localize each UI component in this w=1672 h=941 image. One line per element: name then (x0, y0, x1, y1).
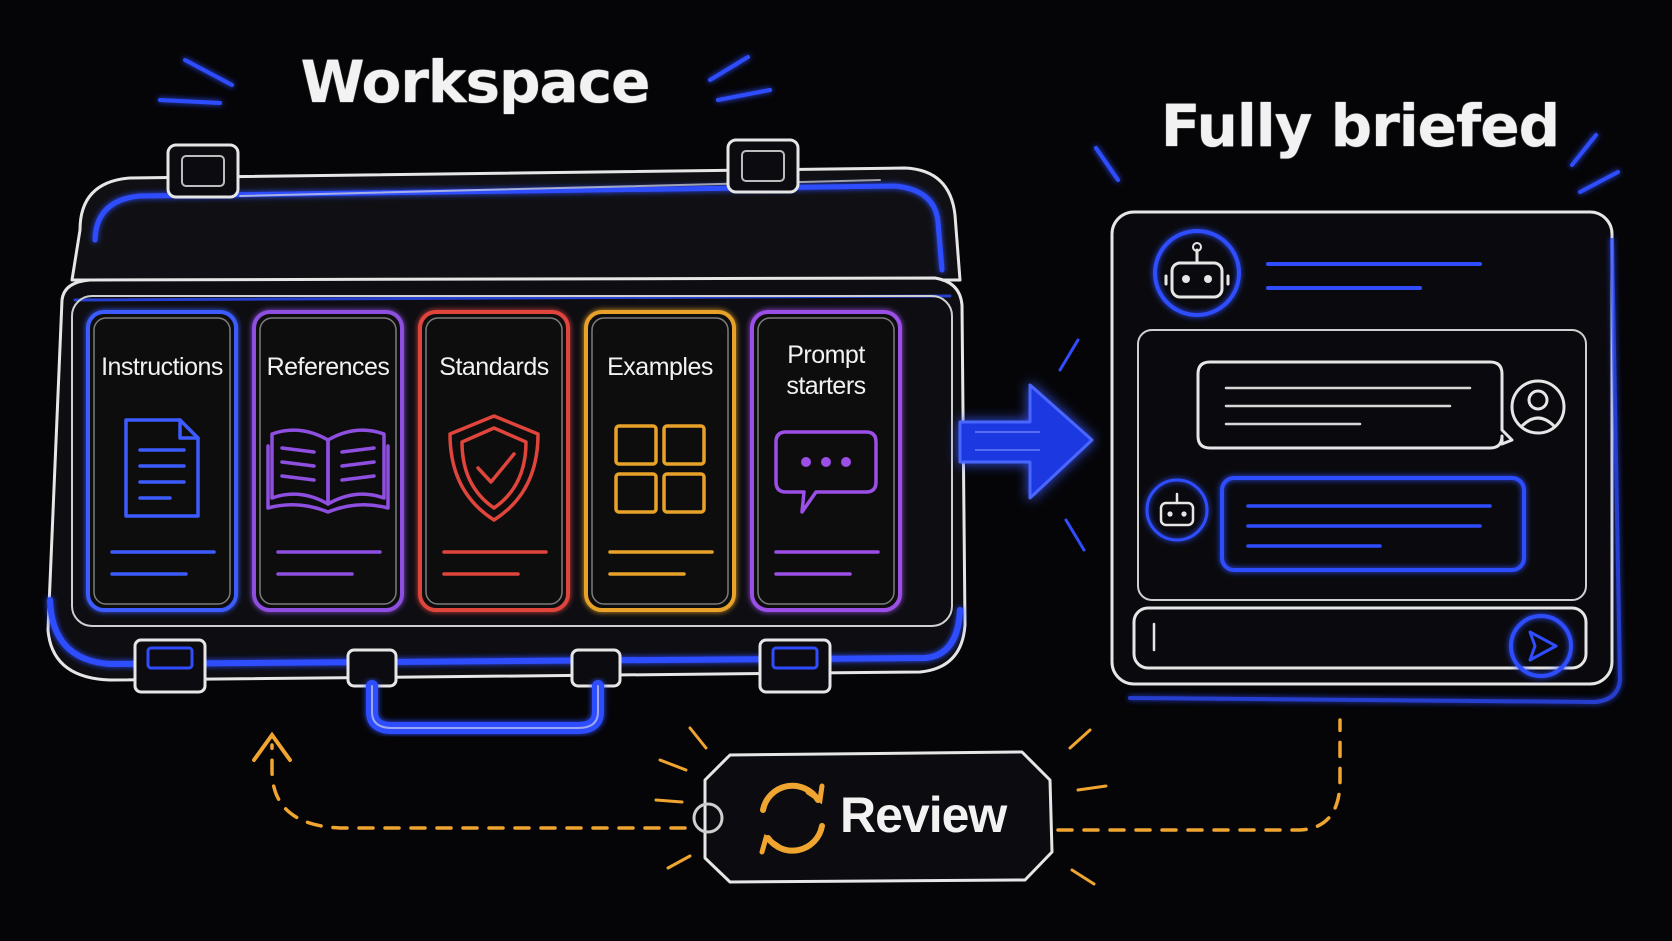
workspace-title: Workspace (300, 48, 651, 116)
slot-label-3: Standards (439, 353, 549, 381)
chat-title: Fully briefed (1160, 92, 1560, 160)
review-loop (270, 718, 1342, 832)
slot-label-1: Instructions (101, 353, 223, 381)
workspace-slots (86, 310, 902, 612)
chat-window (1110, 210, 1622, 704)
slot-card-3 (418, 310, 570, 612)
shield-check-icon (448, 414, 540, 522)
review-sparkles (654, 726, 1108, 886)
open-book-icon (266, 428, 390, 514)
review-label: Review (840, 787, 1007, 843)
arrow-sparkles (1058, 338, 1086, 552)
briefcase-lid (70, 138, 962, 282)
robot-icon (1153, 229, 1241, 317)
slot-card-5 (750, 310, 902, 612)
review-loop-arrowhead (252, 731, 292, 762)
slot-label-2: References (266, 353, 390, 381)
slot-card-1 (86, 310, 238, 612)
slot-label-4: Examples (607, 353, 713, 381)
document-icon (124, 418, 200, 518)
chat-bubble-icon (774, 430, 878, 514)
robot-icon (1145, 478, 1209, 542)
slot-card-2 (252, 310, 404, 612)
workspace-title-sparkles (158, 55, 772, 105)
chat-title-sparkles (1094, 133, 1620, 194)
send-icon (1509, 614, 1573, 678)
refresh-icon (759, 782, 825, 855)
grid-icon (614, 424, 706, 514)
briefcase-handle (346, 648, 622, 734)
flow-arrow (958, 383, 1094, 500)
slot-card-4 (584, 310, 736, 612)
user-icon (1510, 379, 1566, 435)
